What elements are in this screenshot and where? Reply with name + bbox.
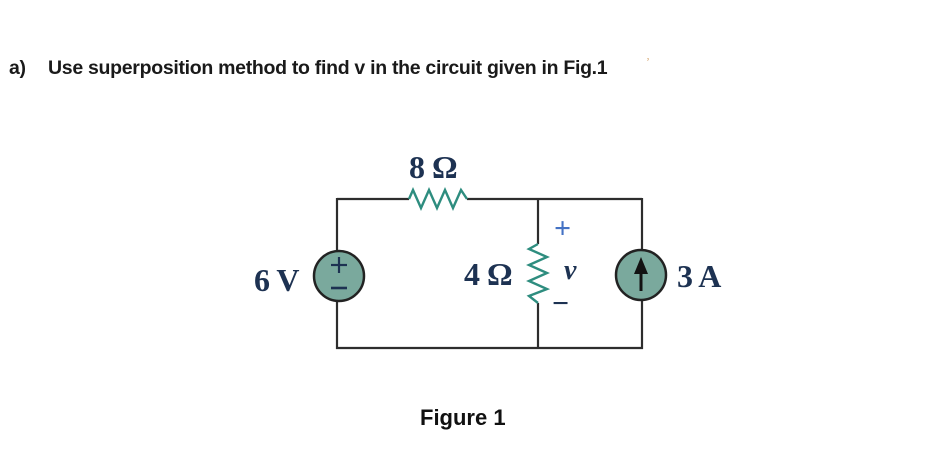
voltage-source-circle bbox=[312, 249, 366, 303]
voltage-source-label: 6 V bbox=[254, 262, 299, 298]
mid-resistor-label: 4 Ω bbox=[464, 256, 512, 292]
up-arrow-icon bbox=[634, 257, 648, 291]
stray-scan-mark: ʼ bbox=[646, 55, 650, 69]
problem-title: a) Use superposition method to find v in… bbox=[9, 57, 608, 80]
problem-item-label: a) bbox=[9, 57, 26, 79]
voltage-plus-label: + bbox=[554, 212, 571, 245]
circuit-wires bbox=[335, 197, 644, 350]
figure-caption: Figure 1 bbox=[420, 405, 506, 430]
voltage-source bbox=[312, 249, 366, 303]
problem-title-text: Use superposition method to find v in th… bbox=[48, 57, 608, 79]
current-source bbox=[614, 248, 668, 302]
resistor-zigzag-4ohm bbox=[526, 242, 551, 304]
voltage-minus-label: − bbox=[552, 287, 569, 320]
current-source-label: 3 A bbox=[677, 258, 721, 294]
resistor-zigzag-8ohm bbox=[407, 187, 468, 211]
voltage-symbol-label: v bbox=[564, 255, 577, 286]
top-resistor-label: 8 Ω bbox=[409, 149, 457, 185]
plus-icon bbox=[331, 257, 347, 273]
